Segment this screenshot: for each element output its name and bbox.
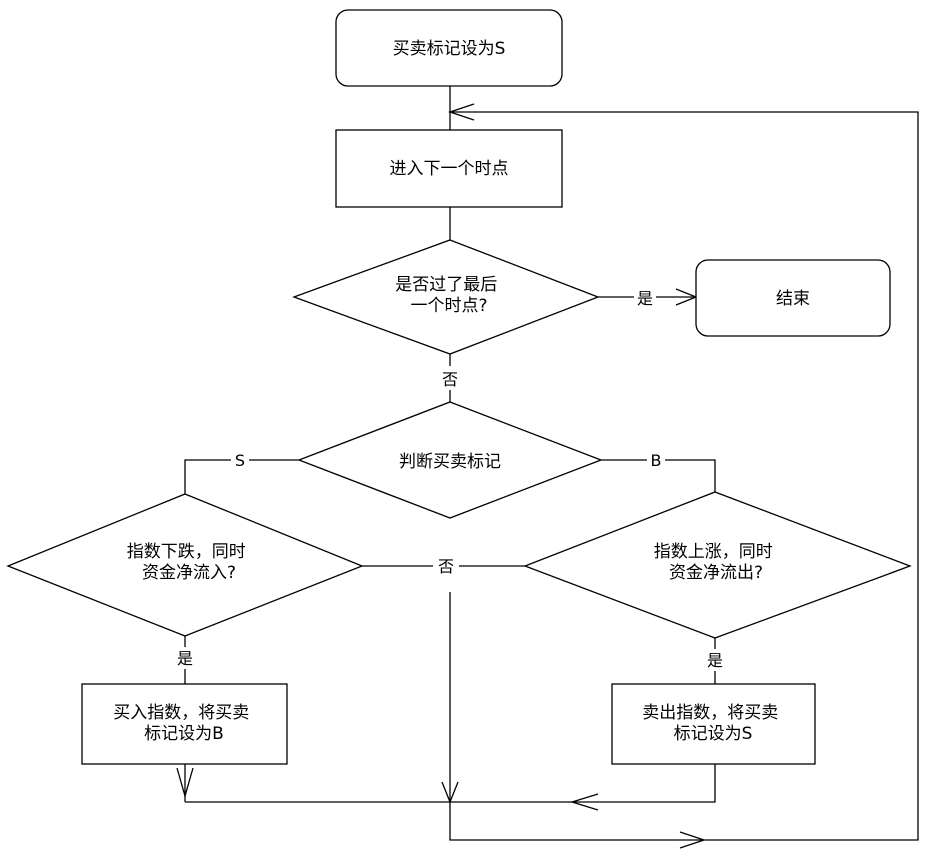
check-flag-text: 判断买卖标记 [399, 452, 501, 472]
arrow-buy-down [176, 767, 194, 799]
check-flag-decision [297, 401, 603, 519]
cond-b-line-2: 资金净流出? [669, 563, 763, 583]
label-past-last-no: 否 [442, 370, 458, 389]
edge-loop-back [449, 111, 919, 841]
node-next-time: 进入下一个时点 [335, 129, 563, 208]
buy-line-1: 买入指数，将买卖 [113, 703, 249, 723]
edge-flag-s-branch [184, 459, 299, 494]
label-cond-b-yes: 是 [707, 651, 723, 670]
label-cond-no: 否 [438, 557, 454, 576]
node-past-last: 是否过了最后 一个时点? [292, 239, 600, 355]
end-text: 结束 [776, 289, 810, 309]
start-terminal [335, 9, 563, 87]
sell-line-2: 标记设为S [674, 724, 753, 744]
node-buy: 买入指数，将买卖 标记设为B [81, 683, 288, 765]
svg-text:结束: 结束 [776, 289, 810, 309]
next-time-text: 进入下一个时点 [390, 159, 509, 179]
sell-process [611, 683, 816, 765]
cond-s-line-1: 指数下跌，同时 [127, 542, 246, 562]
past-last-line-1: 是否过了最后 [395, 275, 497, 295]
svg-text:是否过了最后 一个时点?: 是否过了最后 一个时点? [395, 275, 502, 316]
label-flag-s: S [235, 451, 245, 470]
svg-text:买入指数，将买卖 标记设为B: 买入指数，将买卖 标记设为B [113, 703, 254, 744]
end-terminal [695, 259, 891, 337]
svg-text:卖出指数，将买卖 标记设为S: 卖出指数，将买卖 标记设为S [642, 703, 783, 744]
arrow-loop-left [447, 103, 475, 121]
buy-line-2: 标记设为B [144, 724, 224, 744]
node-sell: 卖出指数，将买卖 标记设为S [611, 683, 816, 765]
next-time-process [335, 129, 563, 208]
edge-flag-b-branch [601, 459, 716, 492]
node-end: 结束 [695, 259, 891, 337]
svg-text:指数上涨，同时 资金净流出?: 指数上涨，同时 资金净流出? [654, 542, 778, 583]
cond-s-decision [6, 493, 364, 637]
svg-text:买卖标记设为S: 买卖标记设为S [393, 39, 506, 59]
label-past-last-yes: 是 [637, 289, 653, 308]
node-start: 买卖标记设为S [335, 9, 563, 87]
node-cond-b: 指数上涨，同时 资金净流出? [523, 491, 912, 639]
cond-b-line-1: 指数上涨，同时 [654, 542, 773, 562]
buy-process [81, 683, 288, 765]
edge-sell-down [450, 764, 716, 803]
svg-text:指数下跌，同时 资金净流入?: 指数下跌，同时 资金净流入? [127, 542, 251, 583]
cond-b-decision [523, 491, 912, 639]
label-flag-b: B [651, 451, 662, 470]
node-check-flag: 判断买卖标记 [297, 401, 603, 519]
edge-labels: 是 否 S B 否 是 是 [174, 286, 726, 671]
svg-text:进入下一个时点: 进入下一个时点 [390, 159, 509, 179]
cond-s-line-2: 资金净流入? [142, 563, 236, 583]
arrow-loop-right [679, 831, 707, 849]
past-last-line-2: 一个时点? [410, 296, 487, 316]
sell-line-1: 卖出指数，将买卖 [642, 703, 778, 723]
node-cond-s: 指数下跌，同时 资金净流入? [6, 493, 364, 637]
start-text: 买卖标记设为S [393, 39, 506, 59]
svg-text:判断买卖标记: 判断买卖标记 [399, 452, 501, 472]
past-last-decision [292, 239, 600, 355]
connectors [176, 86, 919, 849]
arrow-sell-merge [569, 793, 599, 811]
label-cond-s-yes: 是 [177, 649, 193, 668]
